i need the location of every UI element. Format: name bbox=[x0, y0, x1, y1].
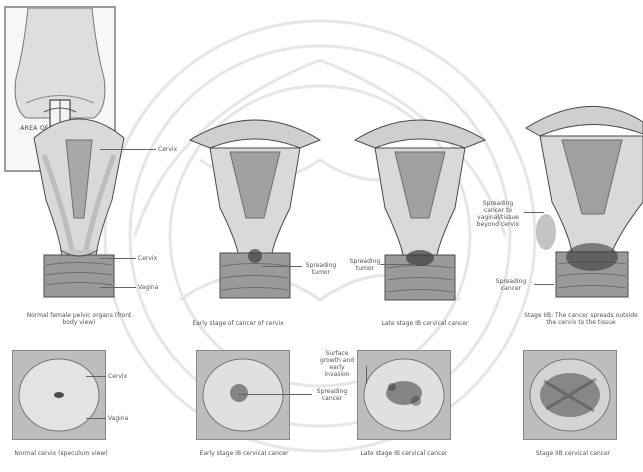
disc-panel-early bbox=[196, 350, 290, 440]
leader-spreading-beyond bbox=[524, 212, 544, 213]
label-cervix-mid: Cervix bbox=[138, 255, 157, 262]
leader-spreading-tumor-2 bbox=[380, 264, 416, 265]
label-spreading-tumor-2: Spreading tumor bbox=[348, 258, 382, 272]
disc-panel-normal bbox=[12, 350, 106, 440]
caption-stage-iib: Stage IIB: The cancer spreads outside th… bbox=[522, 312, 640, 326]
leader-spreading-cancer-1 bbox=[238, 394, 312, 395]
leader-vagina-disc bbox=[86, 418, 106, 419]
caption-normal-organs: Normal female pelvic organs (front body … bbox=[20, 312, 138, 326]
caption-early-disc: Early stage IB cervical cancer bbox=[196, 450, 292, 457]
label-vagina-mid: Vagina bbox=[138, 284, 158, 291]
leader-vagina-mid bbox=[100, 287, 136, 288]
label-spreading-beyond-cervix: Spreading cancer to vaginal/tissue beyon… bbox=[472, 200, 524, 228]
leader-cervix-top bbox=[100, 149, 156, 150]
leader-spreading-cancer-2 bbox=[534, 284, 554, 285]
label-surface-lesions: Surface growth and early invasion bbox=[318, 350, 356, 378]
caption-early-stage: Early stage of cancer of cervix bbox=[188, 320, 288, 327]
leader-cervix-disc bbox=[86, 376, 106, 377]
label-vagina-disc: Vagina bbox=[108, 415, 128, 422]
label-spreading-tumor: Spreading tumor bbox=[302, 262, 340, 276]
caption-normal-disc: Normal cervix (speculum view) bbox=[6, 450, 116, 457]
caption-late-disc: Late stage IB cervical cancer bbox=[352, 450, 456, 457]
leader-surface-lesions bbox=[366, 366, 367, 384]
early-stage-uterus-illustration bbox=[180, 108, 330, 308]
leader-cervix-mid bbox=[100, 258, 136, 259]
label-cervix-disc: Cervix bbox=[108, 373, 127, 380]
label-spreading-cancer-1: Spreading cancer bbox=[312, 388, 352, 402]
leader-spreading-tumor bbox=[262, 266, 302, 267]
label-cervix-top: Cervix bbox=[158, 146, 177, 153]
caption-late-stage: Late stage IB cervical cancer bbox=[370, 320, 480, 327]
disc-panel-late bbox=[357, 350, 451, 440]
normal-uterus-illustration bbox=[4, 100, 154, 305]
label-spreading-cancer-2: Spreading cancer bbox=[488, 278, 534, 292]
caption-iib-disc: Stage IIB cervical cancer bbox=[526, 450, 620, 457]
disc-panel-iib bbox=[523, 350, 617, 440]
